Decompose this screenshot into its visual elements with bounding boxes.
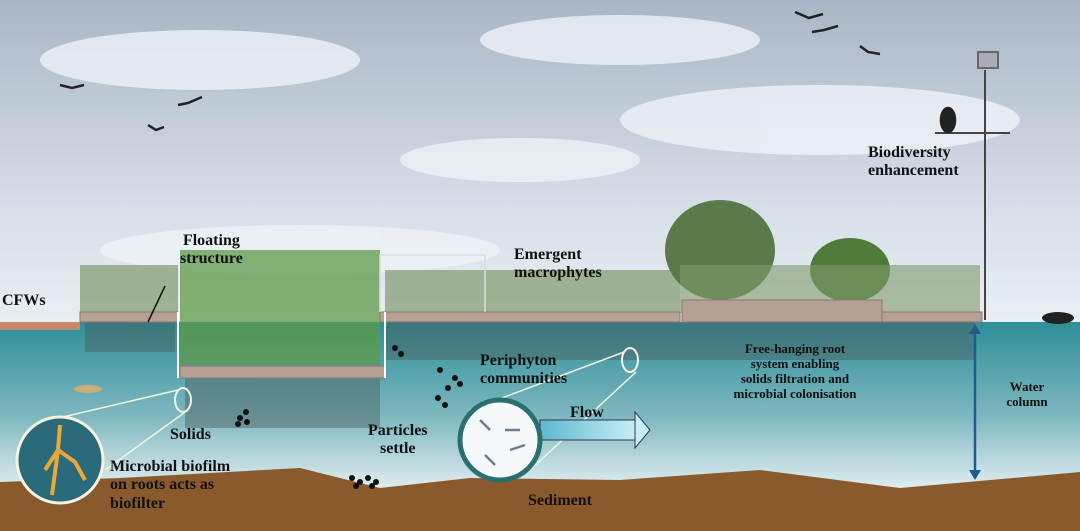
label-line: Emergent bbox=[514, 246, 582, 263]
clouds bbox=[40, 15, 1020, 275]
flow-label: Flow bbox=[570, 404, 604, 421]
solids-label: Solids bbox=[170, 426, 211, 443]
particles bbox=[235, 345, 463, 489]
label-line: solids filtration and bbox=[740, 370, 850, 386]
label-line: biofilter bbox=[110, 494, 166, 512]
label-line: system enabling bbox=[750, 355, 840, 371]
label-line: Particles bbox=[368, 422, 428, 439]
label-line: macrophytes bbox=[514, 264, 602, 282]
pointer-line bbox=[147, 285, 166, 323]
sediment-label: Sediment bbox=[528, 492, 592, 509]
label-line: Biodiversity bbox=[868, 144, 951, 161]
roots bbox=[85, 322, 975, 428]
periphyton-magnifier bbox=[457, 347, 651, 483]
shore bbox=[0, 322, 80, 330]
label-line: Water bbox=[1009, 379, 1045, 394]
biofilm-magnifier bbox=[15, 387, 192, 505]
pole bbox=[935, 51, 1010, 320]
label-line: microbial colonisation bbox=[733, 385, 857, 401]
arrow-head-up bbox=[969, 324, 981, 334]
duck bbox=[1042, 312, 1074, 324]
label-line: enhancement bbox=[868, 162, 959, 180]
fish bbox=[74, 385, 102, 393]
label-line: structure bbox=[180, 250, 243, 268]
arrow-head-down bbox=[969, 470, 981, 480]
label-line: Microbial biofilm bbox=[110, 458, 231, 475]
label-line: communities bbox=[480, 370, 568, 388]
label-line: Floating bbox=[182, 232, 240, 249]
label-line: on roots acts as bbox=[110, 476, 215, 494]
cfws-label: CFWs bbox=[2, 292, 46, 309]
sediment bbox=[0, 468, 1080, 531]
label-line: settle bbox=[380, 440, 416, 458]
label-line: Periphyton bbox=[480, 352, 557, 369]
label-line: column bbox=[1006, 393, 1048, 409]
floating-platforms bbox=[79, 254, 983, 379]
birds bbox=[59, 10, 957, 134]
label-line: Free-hanging root bbox=[744, 341, 846, 356]
